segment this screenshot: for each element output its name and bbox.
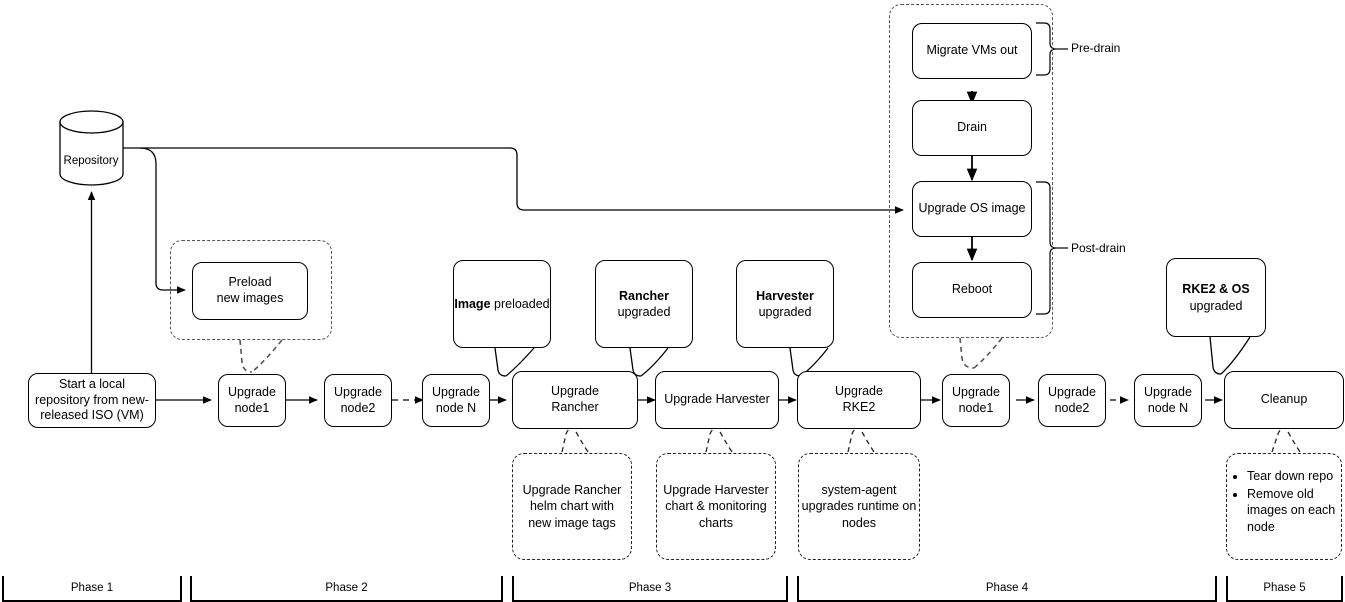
- phase-4-bar: Phase 4: [797, 576, 1217, 602]
- bubble-image-preloaded-rest: preloaded: [490, 296, 550, 311]
- box-upgrade-nodeN-phase4[interactable]: Upgrade node N: [1134, 374, 1202, 427]
- box-upgrade-nodeN-phase2[interactable]: Upgrade node N: [422, 374, 490, 427]
- bubble-image-preloaded: Image preloaded: [453, 260, 551, 348]
- bubble-rancher-rest: upgraded: [617, 305, 671, 319]
- phase-2-bar: Phase 2: [190, 576, 503, 602]
- step-upgrade-os-image[interactable]: Upgrade OS image: [912, 181, 1032, 237]
- cleanup-bullet-item: Remove old images on each node: [1247, 486, 1337, 536]
- step-reboot[interactable]: Reboot: [912, 262, 1032, 318]
- bubble-rke2-bold: RKE2 & OS: [1182, 282, 1250, 297]
- box-upgrade-node2-phase4[interactable]: Upgrade node2: [1038, 374, 1106, 427]
- bubble-harvester-upgraded: Harvester upgraded: [736, 260, 834, 348]
- phase-1-bar: Phase 1: [2, 576, 182, 602]
- repository-cylinder: [59, 110, 124, 186]
- note-upgrade-rancher: Upgrade Rancher helm chart with new imag…: [512, 453, 632, 560]
- pre-drain-label: Pre-drain: [1071, 41, 1121, 55]
- bubble-rancher-bold: Rancher: [618, 288, 669, 303]
- bubble-rke2-rest: upgraded: [1189, 298, 1243, 313]
- phase-5-bar: Phase 5: [1226, 576, 1343, 602]
- box-upgrade-node1-phase4[interactable]: Upgrade node1: [942, 374, 1010, 427]
- box-upgrade-rancher[interactable]: Upgrade Rancher: [512, 371, 638, 429]
- phase-3-bar: Phase 3: [512, 576, 788, 602]
- note-upgrade-harvester: Upgrade Harvester chart & monitoring cha…: [656, 453, 776, 560]
- step-drain[interactable]: Drain: [912, 100, 1032, 156]
- repository-label: Repository: [63, 155, 119, 167]
- bubble-harvester-rest: upgraded: [758, 305, 812, 319]
- note-upgrade-rke2: system-agent upgrades runtime on nodes: [798, 453, 920, 560]
- bubble-rke2-os-upgraded: RKE2 & OS upgraded: [1166, 258, 1266, 337]
- step-migrate-vms-out[interactable]: Migrate VMs out: [912, 23, 1032, 79]
- bubble-image-preloaded-bold: Image: [454, 296, 491, 311]
- box-upgrade-harvester[interactable]: Upgrade Harvester: [655, 371, 779, 429]
- bubble-rancher-upgraded: Rancher upgraded: [595, 260, 693, 348]
- post-drain-label: Post-drain: [1071, 241, 1126, 255]
- box-upgrade-node2-phase2[interactable]: Upgrade node2: [324, 374, 392, 427]
- box-cleanup[interactable]: Cleanup: [1224, 371, 1344, 429]
- box-start-local-repository[interactable]: Start a local repository from new- relea…: [28, 373, 156, 428]
- preload-new-images-box[interactable]: Preload new images: [192, 262, 308, 320]
- cleanup-bullet-item: Tear down repo: [1247, 468, 1337, 485]
- box-upgrade-rke2[interactable]: Upgrade RKE2: [797, 371, 921, 429]
- bubble-harvester-bold: Harvester: [756, 288, 814, 303]
- preload-group-container: [170, 240, 332, 340]
- note-cleanup: Tear down repo Remove old images on each…: [1226, 453, 1342, 560]
- box-upgrade-node1-phase2[interactable]: Upgrade node1: [218, 374, 286, 427]
- node-upgrade-steps-container: [889, 4, 1053, 338]
- cleanup-bullet-list: Tear down repo Remove old images on each…: [1227, 468, 1341, 536]
